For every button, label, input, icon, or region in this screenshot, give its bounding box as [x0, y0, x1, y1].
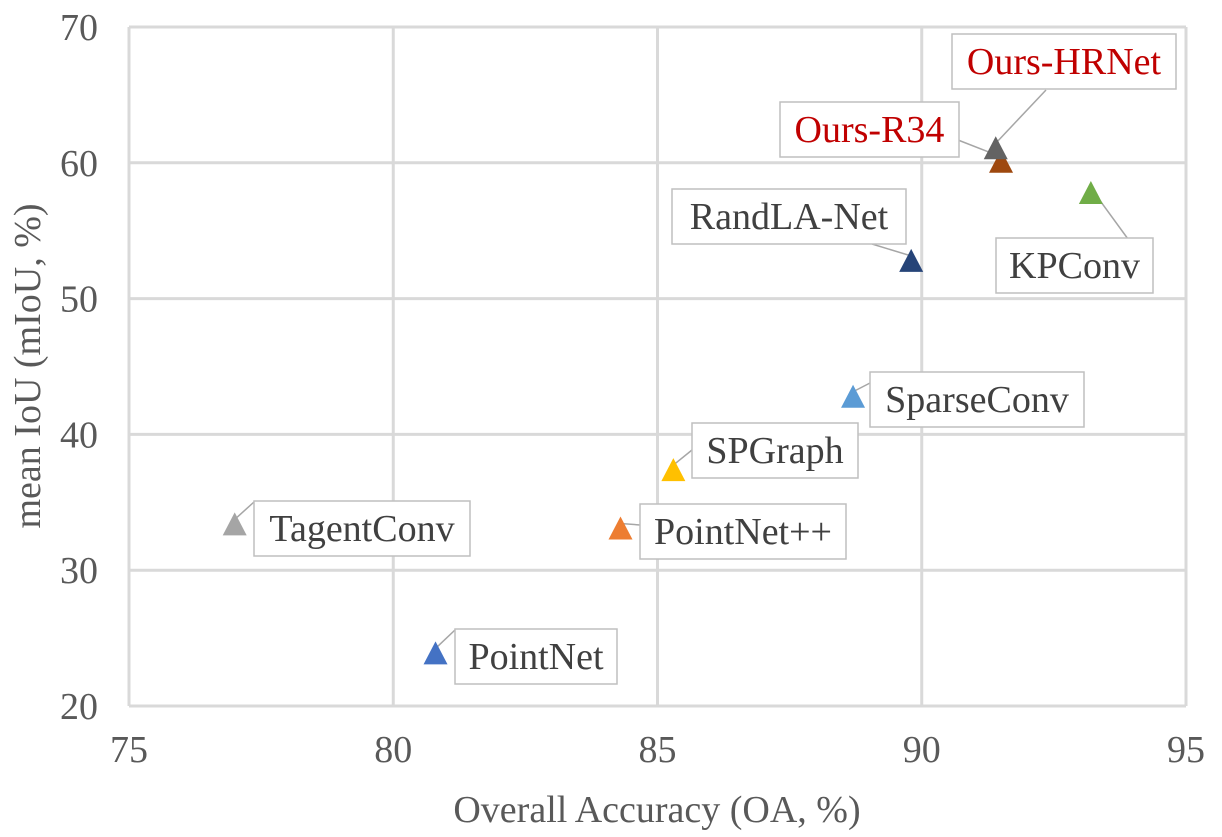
- y-tick-label: 40: [60, 414, 98, 456]
- x-tick-label: 90: [903, 729, 941, 771]
- point-labels: PointNet TagentConv PointNet++ SPGraph Spars…: [253, 33, 1177, 685]
- leader-line-tagentconv: [234, 501, 255, 520]
- leader-line-pointnet: [435, 629, 456, 649]
- x-tick-label: 75: [110, 729, 148, 771]
- leader-line-ours-hrnet: [995, 89, 1047, 144]
- label-box-ours-hrnet: [951, 33, 1177, 90]
- marker-pointnet: [423, 641, 448, 665]
- point-label-pointnet: PointNet++: [654, 511, 832, 553]
- point-label-kpconv: KPConv: [1009, 245, 1140, 287]
- markers: [222, 136, 1103, 665]
- marker-sparseconv: [841, 384, 866, 408]
- label-box-pointnet: [639, 503, 847, 560]
- label-box-spgraph: [691, 422, 859, 479]
- x-tick-label: 80: [374, 729, 412, 771]
- point-label-tagentconv: TagentConv: [269, 508, 454, 550]
- marker-randla-net: [899, 248, 924, 272]
- label-box-tagentconv: [253, 500, 471, 557]
- y-tick-label: 20: [60, 686, 98, 728]
- label-box-ours-r34: [779, 101, 960, 158]
- point-label-spgraph: SPGraph: [706, 430, 843, 472]
- x-axis-title: Overall Accuracy (OA, %): [453, 789, 860, 831]
- y-axis-title: mean IoU (mIoU, %): [7, 203, 49, 528]
- label-box-kpconv: [995, 237, 1154, 294]
- y-tick-label: 50: [60, 279, 98, 321]
- axes: 75 80 85 90 95 20 30 40 50 60 70: [60, 7, 1205, 771]
- label-box-pointnet: [454, 628, 618, 685]
- x-tick-label: 85: [639, 729, 677, 771]
- point-label-ours-r34: Ours-R34: [795, 109, 945, 151]
- marker-kpconv: [1078, 181, 1103, 205]
- label-box-sparseconv: [869, 371, 1085, 428]
- point-label-ours-hrnet: Ours-HRNet: [967, 41, 1162, 83]
- grid: [127, 25, 1188, 708]
- y-tick-label: 70: [60, 7, 98, 49]
- marker-ours-hrnet: [983, 136, 1008, 160]
- marker-ours-r34: [989, 149, 1014, 173]
- leader-lines: [234, 89, 1129, 649]
- x-tick-label: 95: [1167, 729, 1205, 771]
- y-tick-label: 30: [60, 550, 98, 592]
- marker-pointnet: [608, 516, 633, 540]
- marker-spgraph: [661, 458, 686, 482]
- marker-tagentconv: [222, 512, 247, 536]
- point-label-sparseconv: SparseConv: [885, 379, 1069, 421]
- point-label-pointnet: PointNet: [468, 636, 604, 678]
- leader-line-randla-net: [871, 243, 912, 257]
- y-tick-label: 60: [60, 143, 98, 185]
- leader-line-spgraph: [672, 449, 693, 466]
- point-label-randla-net: RandLA-Net: [690, 196, 889, 238]
- label-box-randla-net: [671, 188, 907, 245]
